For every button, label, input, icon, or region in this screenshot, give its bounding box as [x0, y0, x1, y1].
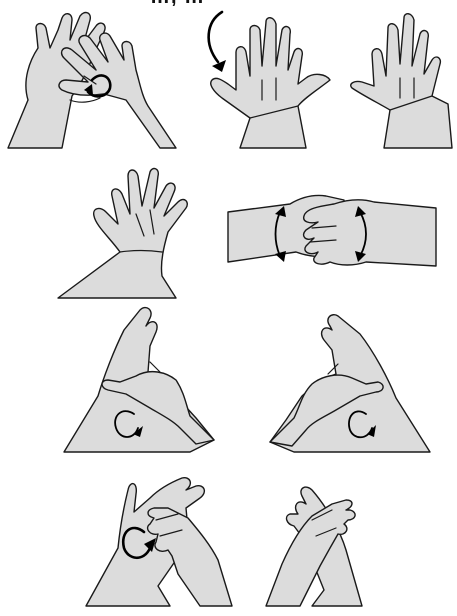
step-4-hands — [58, 169, 187, 298]
step-1-palm-rub — [8, 13, 176, 148]
step-4-interlaced-fingers — [58, 169, 187, 298]
step-6-thumb-rotation-left — [64, 308, 214, 452]
step-3-hands — [351, 14, 452, 148]
step-5-right-hand — [304, 200, 436, 266]
step-2-back-of-hand — [209, 12, 330, 148]
step-3-back-of-other-hand — [351, 14, 452, 148]
step-8-fingertips-in-palm — [86, 478, 232, 606]
step-9-fingertips-other-palm — [266, 487, 362, 606]
step-7-thumb-rotation-right — [270, 315, 430, 452]
step-2-hands — [211, 18, 330, 148]
step-5-locked-fingers — [228, 195, 436, 266]
curved-arrow-icon — [209, 12, 226, 72]
